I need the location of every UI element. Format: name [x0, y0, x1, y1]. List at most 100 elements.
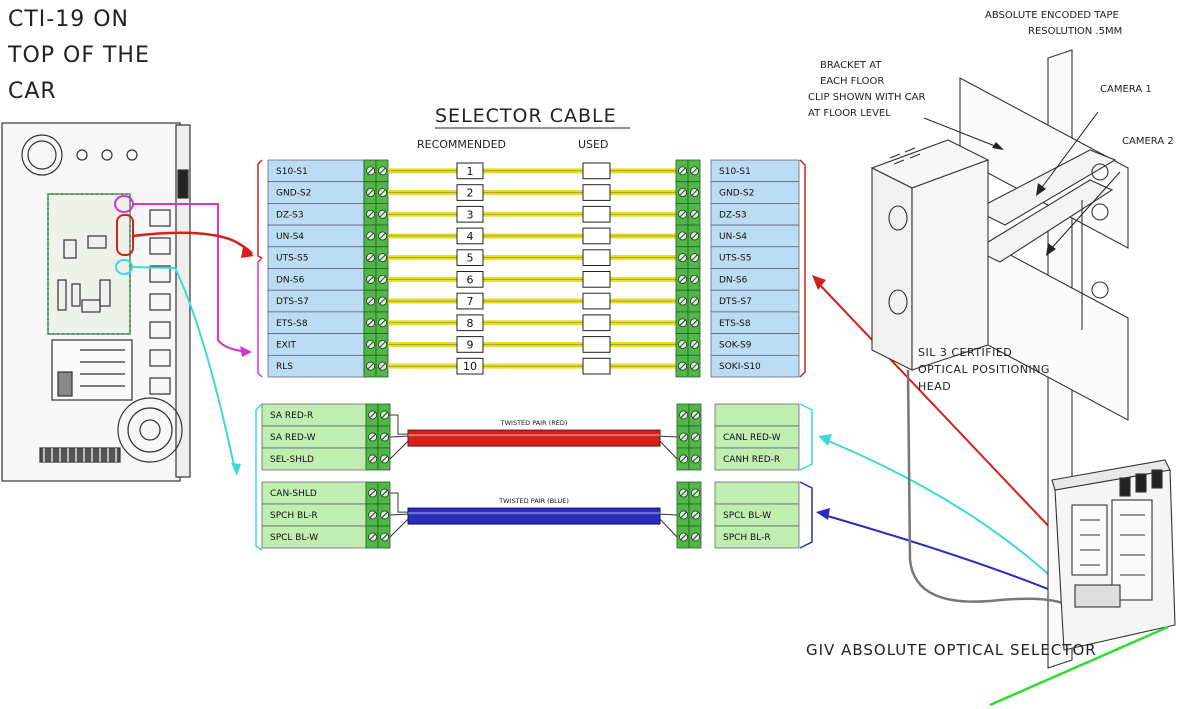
- red-pair-lead-1: [389, 435, 409, 438]
- cable-row-left-label: RLS: [276, 362, 293, 372]
- right-red-arrow: [812, 275, 826, 290]
- red-pair-right-label: CANH RED-R: [723, 455, 780, 465]
- used-box[interactable]: [582, 292, 611, 310]
- car-title-line-3: CAR: [8, 79, 57, 104]
- used-box[interactable]: [582, 162, 611, 180]
- cable-row-left-label: DTS-S7: [276, 297, 309, 307]
- recommended-number: 8: [467, 317, 474, 330]
- head-cable: [906, 369, 1076, 611]
- left-terminal-screw: [375, 224, 389, 248]
- blue-pair-right-label: SPCH BL-R: [723, 533, 771, 543]
- blue-pair-lead-4: [659, 518, 678, 538]
- cyan-arrow: [231, 463, 241, 476]
- cyan-wire: [131, 266, 236, 471]
- recommended-box: [456, 227, 484, 245]
- right-terminal-screw: [687, 268, 701, 291]
- sil-note-line-1: SIL 3 CERTIFIED: [918, 346, 1012, 359]
- used-box[interactable]: [582, 271, 611, 288]
- blue-pair-left-terminal: [377, 525, 391, 549]
- right-terminal-screw: [687, 181, 701, 204]
- red-pair-left-terminal: [365, 425, 379, 449]
- car-title: CTI-19 ON TOP OF THE CAR: [7, 7, 150, 104]
- right-terminal-screw: [675, 333, 689, 356]
- right-terminal-screw: [675, 181, 689, 204]
- camera1-pointer: [1039, 111, 1099, 191]
- blue-pair-shield-lead: [390, 492, 408, 513]
- red-pair-left-label: SEL-SHLD: [270, 455, 314, 465]
- red-pair-right-label-box: [714, 447, 800, 471]
- blue-pair-left-label: SPCL BL-W: [270, 533, 318, 543]
- left-magenta-bracket: [257, 257, 263, 378]
- bracket-note-line-3: CLIP SHOWN WITH CAR: [808, 92, 925, 103]
- cable-row-left-label: EXIT: [276, 340, 297, 350]
- sil-note: SIL 3 CERTIFIED OPTICAL POSITIONING HEAD: [918, 346, 1049, 393]
- right-terminal-screw: [675, 202, 689, 226]
- blue-pair-left-terminal: [365, 481, 379, 505]
- recommended-box: [456, 314, 484, 332]
- recommended-box: [456, 162, 484, 180]
- left-terminal-screw: [363, 354, 377, 378]
- red-pair-left-terminal: [365, 447, 379, 471]
- used-box[interactable]: [582, 357, 611, 375]
- right-terminal-screw: [687, 354, 701, 378]
- left-terminal-screw: [363, 311, 377, 334]
- recommended-box: [456, 184, 484, 201]
- cti19-controller: [1, 122, 191, 482]
- red-pair-lead-2: [389, 440, 409, 460]
- cable-row-left-label: UN-S4: [276, 232, 304, 242]
- bracket-pointer: [923, 117, 1001, 149]
- recommended-box: [456, 271, 484, 288]
- recommended-box: [456, 336, 484, 353]
- red-pair-shield-lead: [390, 414, 408, 435]
- used-header: USED: [578, 138, 608, 151]
- used-box[interactable]: [582, 205, 611, 223]
- cable-row-right-label: ETS-S8: [719, 319, 751, 329]
- bracket-note: BRACKET AT EACH FLOOR CLIP SHOWN WITH CA…: [808, 60, 925, 119]
- red-pair-lead-4: [659, 440, 678, 460]
- red-pair-right-terminal: [676, 403, 690, 427]
- used-box[interactable]: [582, 314, 611, 332]
- recommended-number: 3: [467, 208, 474, 221]
- cable-row-right-label: UN-S4: [719, 232, 747, 242]
- used-box[interactable]: [582, 184, 611, 201]
- right-blue-wire: [823, 514, 1076, 601]
- right-terminal-screw: [675, 159, 689, 183]
- used-box[interactable]: [582, 336, 611, 353]
- red-pair-right-terminal: [688, 447, 702, 471]
- recommended-box: [456, 249, 484, 267]
- cable-row-left-label: GND-S2: [276, 189, 311, 199]
- right-cyan-wire: [825, 439, 1061, 586]
- used-box[interactable]: [582, 227, 611, 245]
- cable-row-right-label-box: [710, 354, 800, 378]
- camera1-label: CAMERA 1: [1100, 84, 1152, 95]
- left-terminal-screw: [363, 289, 377, 313]
- cable-row-left-label: S10-S1: [276, 167, 308, 177]
- selector-name: GIV ABSOLUTE OPTICAL SELECTOR: [806, 641, 1097, 659]
- giv-selector-box: [1051, 459, 1176, 651]
- tape-title-line-1: ABSOLUTE ENCODED TAPE: [985, 10, 1119, 21]
- right-terminal-screw: [675, 268, 689, 291]
- blue-pair-label: TWISTED PAIR (BLUE): [498, 497, 569, 505]
- red-pair-left-label: SA RED-R: [270, 411, 313, 421]
- used-box[interactable]: [582, 249, 611, 267]
- car-title-line-2: TOP OF THE: [7, 43, 150, 68]
- blue-pair-left-label: SPCH BL-R: [270, 511, 318, 521]
- right-cyan-arrow: [818, 434, 832, 446]
- right-terminal-screw: [687, 202, 701, 226]
- right-terminal-screw: [675, 224, 689, 248]
- cable-row-left-label: DN-S6: [276, 275, 305, 285]
- blue-pair-right-label-box: [714, 481, 800, 505]
- bracket-note-line-4: AT FLOOR LEVEL: [808, 108, 891, 119]
- left-terminal-screw: [363, 268, 377, 291]
- blue-pair-cable: [407, 507, 661, 525]
- red-wire: [132, 231, 254, 255]
- cable-row-right-label: S10-S1: [719, 167, 751, 177]
